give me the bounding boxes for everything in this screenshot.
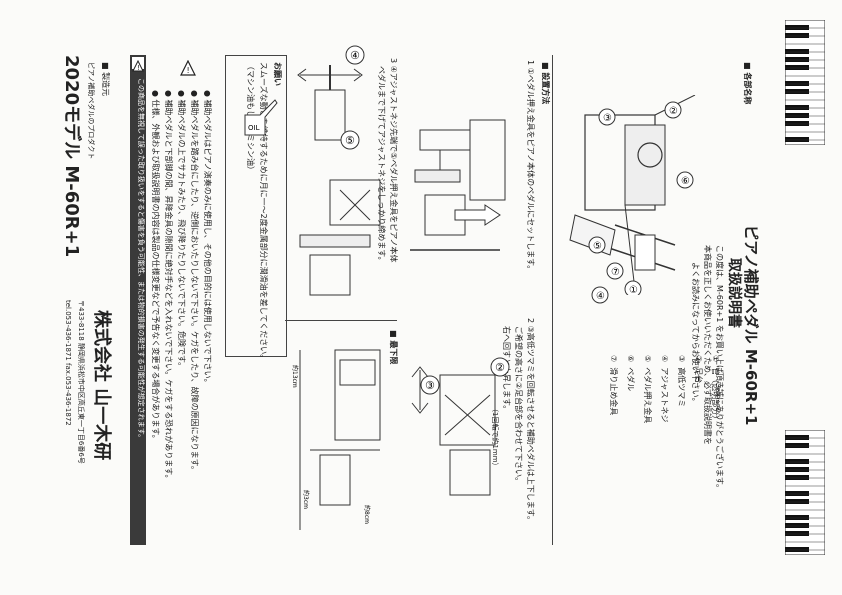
svg-text:!: ! <box>137 64 140 72</box>
manual-title: ピアノ補助ペダル M-60R+1 <box>742 225 760 426</box>
step-2-illustration: ③ ② <box>411 357 510 496</box>
request-box <box>225 55 287 357</box>
caution-banner-icon: ! <box>132 57 144 72</box>
piano-black-key <box>785 523 809 528</box>
maker-label: ■ 製造元 <box>101 62 110 97</box>
svg-text:!: ! <box>187 66 190 75</box>
step-1: 1 ①ペダル押え金具をピアノ本体のペダルにセットします。 <box>526 60 535 274</box>
warning-1: ● 補助ペダルはピアノ演奏のみに使用し、その他の目的には使用しないで下さい。 <box>203 90 212 387</box>
warning-triangle-icon: ! <box>180 60 196 76</box>
piano-black-key <box>785 515 809 520</box>
parts-illustration: ② ③ ⑥ ⑤ ⑦ ① <box>569 95 696 295</box>
callout-2: ② <box>669 106 678 117</box>
piano-black-key <box>785 499 809 504</box>
callout-7: ⑦ <box>611 267 620 278</box>
part-3: ③ 高低ツマミ <box>677 355 686 408</box>
piano-black-key <box>785 33 809 38</box>
model-name: 2020モデル M-60R+1 <box>61 55 82 258</box>
company-tel: tel.053-436-1871 fax.053-436-1872 <box>64 300 72 426</box>
callout-6: ⑥ <box>681 176 690 187</box>
piano-black-key <box>785 57 809 62</box>
piano-black-key <box>785 547 809 552</box>
company-name: 株式会社 山一木研 <box>91 310 112 461</box>
piano-black-key <box>785 459 809 464</box>
piano-black-key <box>785 89 809 94</box>
lowest-limit-illustration: 約13cm 約3cm 約8cm <box>291 349 381 530</box>
step-2-line-1: 2 ③高低ツマミを回転させると補助ペダルは上下します。 <box>526 318 535 525</box>
setup-heading: ■ 設置方法 <box>541 62 550 105</box>
piano-black-key <box>785 113 809 118</box>
adjust-screw-illustration: ④ ⑤ <box>297 45 365 150</box>
piano-black-key <box>785 137 809 142</box>
piano-keys-bottom <box>785 430 825 555</box>
caution-banner-text: この商品を無視して誤った取り扱いをすると傷害を負う可能性、または物的損害の発生す… <box>137 78 145 442</box>
part-4: ④ アジャストネジ <box>660 355 669 423</box>
manual-subtitle: 取扱説明書 <box>726 258 742 328</box>
piano-black-key <box>785 65 809 70</box>
request-title: お願い <box>273 62 282 86</box>
part-7: ⑦ 滑り止め金具 <box>609 355 618 416</box>
piano-black-key <box>785 491 809 496</box>
piano-black-key <box>785 435 809 440</box>
dim-3cm: 約3cm <box>302 490 310 509</box>
warning-2: ● 補助ペダルを踏み台にしたり、逆側においたりしないで下さい。ケガをしたり、故障… <box>190 90 199 474</box>
dim-13cm: 約13cm <box>291 365 299 388</box>
step-2-line-2: ご希望の高さに②足台部を合わせて下さい。 <box>514 326 523 486</box>
adjust-callout-4: ④ <box>350 49 360 62</box>
company-address: 〒433-8118 静岡県浜松市中区高丘東一丁目6番6号 <box>77 300 85 464</box>
adjust-callout-5: ⑤ <box>345 134 355 147</box>
step-3-line-1: 3 ④アジャストネジ先端で⑤ペダル押え金具をピアノ本体 <box>389 58 398 263</box>
oil-can-icon: OIL <box>244 99 278 136</box>
piano-black-key <box>785 531 809 536</box>
warning-3: ● 補助ペダルの上でサカトみたり、飛び降りたりしないで下さい。危険です。 <box>177 90 186 371</box>
piano-keys-top <box>785 20 825 145</box>
callout-1: ① <box>629 285 638 295</box>
piano-black-key <box>785 49 809 54</box>
part-5: ⑤ ペダル押え金具 <box>643 355 652 424</box>
piano-black-key <box>785 467 809 472</box>
piano-black-key <box>785 25 809 30</box>
callout-3: ③ <box>603 113 612 124</box>
piano-black-key <box>785 105 809 110</box>
lowest-divider <box>285 320 397 321</box>
warning-5: ● 仕様、外観および取扱説明書の内容は製品の仕様変更などで予告なく変更する場合が… <box>151 90 160 443</box>
piano-black-key <box>785 443 809 448</box>
step-2-callout-3: ③ <box>425 379 435 392</box>
warning-4: ● 補助ペダルと下部脚の間、昇降金具の隙間に絶対手などを入れないで下さい。ケガを… <box>164 90 173 483</box>
piano-black-key <box>785 475 809 480</box>
caution-banner <box>130 55 146 545</box>
part-6: ⑥ ペダル <box>626 355 635 392</box>
callout-4: ④ <box>596 291 605 302</box>
step-1-illustration <box>410 119 506 251</box>
series-label: ピアノ補助ペダルのプロダクト <box>87 62 95 160</box>
dim-8cm: 約8cm <box>363 505 371 524</box>
parts-heading: ■ 各部名称 <box>743 62 752 105</box>
piano-black-key <box>785 121 809 126</box>
step-3-illustration <box>299 179 381 296</box>
part-2: ② 足台 <box>694 355 703 384</box>
callout-5: ⑤ <box>593 241 602 252</box>
piano-black-key <box>785 81 809 86</box>
section-divider <box>552 55 553 545</box>
step-2-callout-2: ② <box>495 361 505 374</box>
callout-4-mark: ④ <box>591 286 609 304</box>
part-1: ① 管（透明部分） <box>711 355 720 424</box>
oil-label: OIL <box>248 124 260 132</box>
